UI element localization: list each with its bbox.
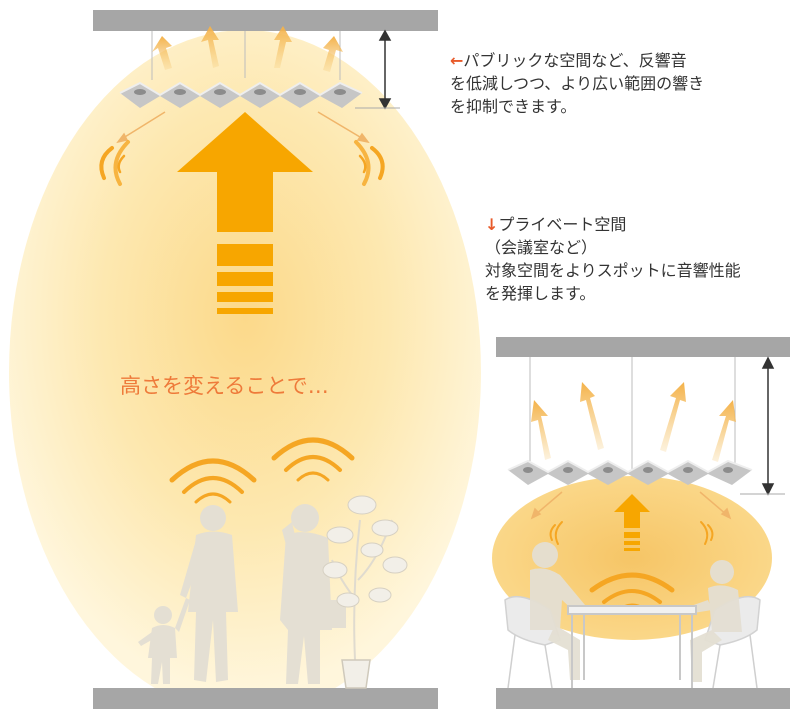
reflection-arrows-right (531, 382, 736, 462)
caption-private: ↓プライベート空間 （会議室など） 対象空間をよりスポットに音響性能 を発揮しま… (485, 213, 741, 305)
plant-left (322, 495, 408, 689)
acoustic-panel-left (119, 81, 363, 108)
sound-waves-side-right (549, 521, 714, 545)
caption-public-line-2: を低減しつつ、より広い範囲の響き (450, 74, 705, 93)
caption-public: ←パブリックな空間など、反響音 を低減しつつ、より広い範囲の響き を抑制できます… (450, 49, 704, 118)
center-caption: 高さを変えることで… (120, 374, 329, 398)
acoustic-panel-right (507, 459, 753, 485)
caption-private-line-3: 対象空間をよりスポットに音響性能 (485, 261, 741, 280)
people-silhouettes-left (138, 504, 346, 684)
ceiling-right (496, 337, 790, 357)
caption-private-line-2: （会議室など） (485, 238, 598, 257)
sound-waves-side-left (99, 140, 385, 186)
height-dimension-left (355, 29, 400, 110)
caption-private-arrow: ↓ (485, 215, 499, 234)
caption-public-line-1: ←パブリックな空間など、反響音 (450, 51, 687, 70)
suspension-wires-right (529, 357, 736, 475)
reflection-arrows-left (152, 26, 343, 72)
ceiling-left (93, 10, 438, 31)
floor-left (93, 688, 438, 709)
caption-private-line-4: を発揮します。 (485, 284, 596, 303)
meeting-silhouettes-right (504, 542, 761, 689)
caption-public-line-3: を抑制できます。 (450, 97, 577, 116)
floor-right (496, 688, 790, 709)
height-dimension-right (740, 356, 785, 496)
diffusion-arrows-right (530, 491, 732, 520)
sound-field-glow-left (9, 30, 481, 709)
height-change-arrow (177, 112, 313, 314)
diffusion-arrows-left (116, 111, 370, 144)
suspension-wires-left (151, 31, 341, 80)
sound-waves-side-left-inner (117, 154, 367, 174)
caption-public-arrow: ← (450, 51, 464, 70)
sound-waves-people-left (169, 437, 355, 504)
caption-private-line-1: ↓プライベート空間 (485, 215, 627, 234)
small-up-arrow-right (614, 494, 650, 551)
